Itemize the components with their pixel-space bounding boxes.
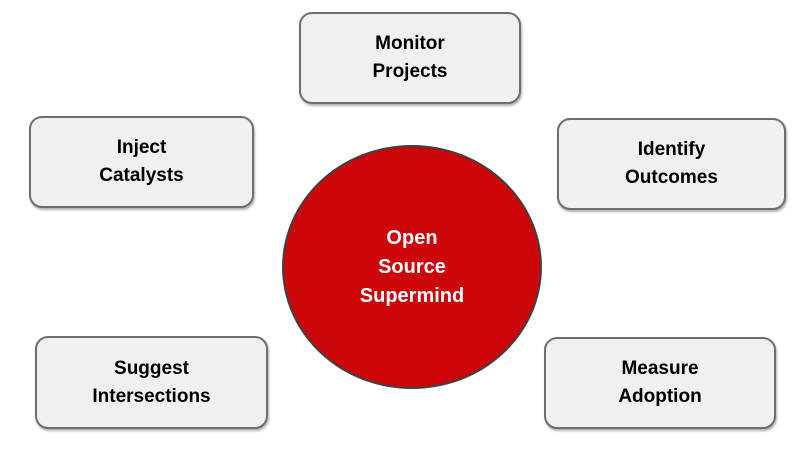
- node-suggest-intersections: Suggest Intersections: [35, 336, 268, 429]
- hub-label-line: Supermind: [359, 284, 465, 307]
- node-label-line: Outcomes: [625, 167, 718, 188]
- node-label-line: Monitor: [375, 33, 445, 54]
- node-label-line: Intersections: [92, 385, 211, 407]
- node-label-identify-outcomes: Identify Outcomes: [625, 136, 718, 192]
- node-label-suggest-intersections: Suggest Intersections: [92, 355, 210, 411]
- node-label-line: Identify: [637, 139, 706, 160]
- hub-label-line: Open: [386, 226, 438, 249]
- node-label-line: Adoption: [618, 386, 702, 407]
- node-label-line: Suggest: [114, 357, 189, 379]
- node-label-line: Catalysts: [99, 165, 184, 186]
- node-identify-outcomes: Identify Outcomes: [557, 118, 786, 210]
- node-label-line: Inject: [116, 137, 167, 158]
- hub-label-line: Source: [378, 255, 446, 278]
- node-label-monitor-projects: Monitor Projects: [373, 30, 448, 86]
- node-label-line: Projects: [372, 61, 448, 82]
- node-inject-catalysts: Inject Catalysts: [29, 116, 254, 208]
- node-label-measure-adoption: Measure Adoption: [618, 355, 701, 411]
- node-monitor-projects: Monitor Projects: [299, 12, 521, 104]
- node-label-inject-catalysts: Inject Catalysts: [99, 134, 184, 190]
- node-label-line: Measure: [621, 358, 699, 379]
- hub-label: Open Source Supermind: [360, 224, 464, 311]
- node-measure-adoption: Measure Adoption: [544, 337, 776, 429]
- hub-open-source-supermind: Open Source Supermind: [282, 145, 542, 389]
